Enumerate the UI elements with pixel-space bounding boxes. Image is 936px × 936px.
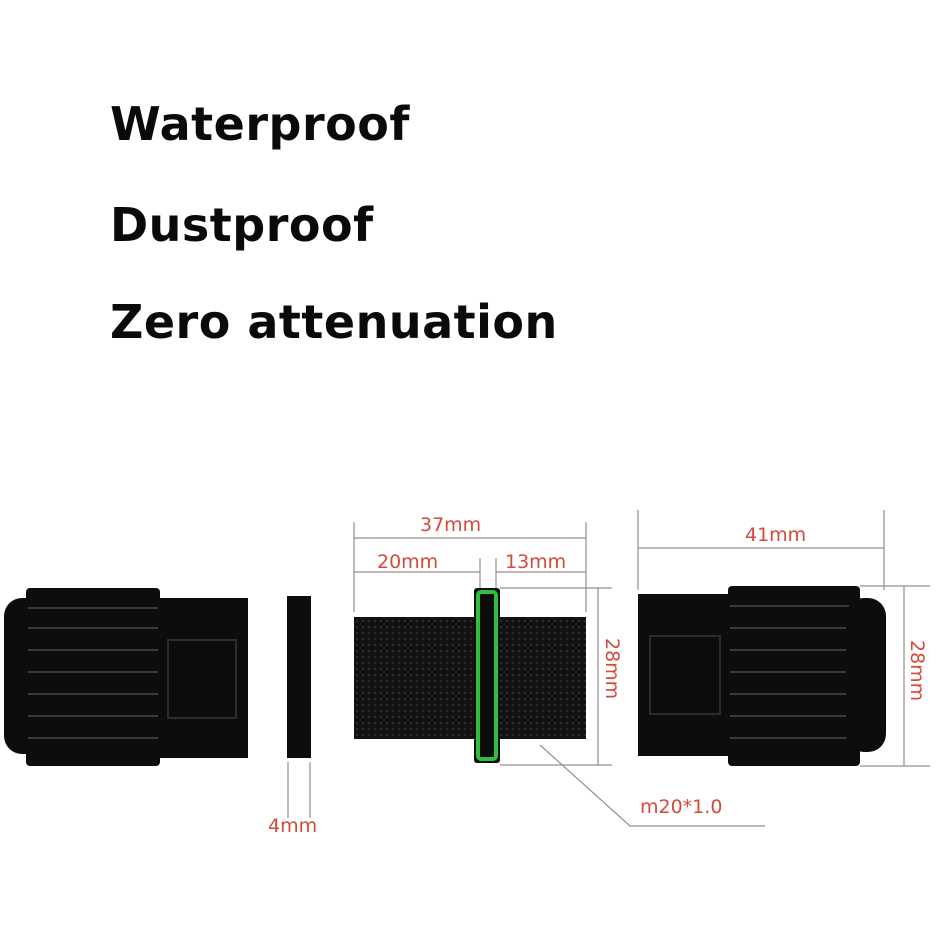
threaded-connector: 37mm 20mm 13mm 28mm m20*1.0 xyxy=(353,514,765,827)
left-gland-sealing-nut xyxy=(26,588,160,766)
thread-spec-leader xyxy=(539,744,765,827)
feature-waterproof: Waterproof xyxy=(110,97,410,151)
right-gland-body xyxy=(638,594,730,756)
connector-flange xyxy=(474,588,500,763)
right-gland-sealing-nut xyxy=(728,586,860,766)
connector-total-length-label: 37mm xyxy=(420,514,481,536)
gasket-ring xyxy=(287,596,311,758)
connector-thread-right xyxy=(500,617,586,739)
left-cable-gland xyxy=(4,588,248,766)
left-gland-body xyxy=(158,598,248,758)
thread-spec-label: m20*1.0 xyxy=(640,796,722,818)
connector-height-label: 28mm xyxy=(601,638,623,699)
right-gland-end-cap xyxy=(846,598,886,752)
gasket: 4mm xyxy=(268,596,317,837)
feature-zero-attenuation: Zero attenuation xyxy=(110,295,558,349)
right-cable-gland: 41mm 28mm xyxy=(637,510,930,767)
gasket-thickness-label: 4mm xyxy=(268,815,317,837)
nut-length-label: 13mm xyxy=(505,551,566,573)
thread-length-label: 20mm xyxy=(377,551,438,573)
feature-dustproof: Dustproof xyxy=(110,198,374,252)
gland-length-label: 41mm xyxy=(745,524,806,546)
seal-ring xyxy=(476,590,498,761)
connector-thread-left xyxy=(354,617,476,739)
gland-height-label: 28mm xyxy=(906,640,928,701)
